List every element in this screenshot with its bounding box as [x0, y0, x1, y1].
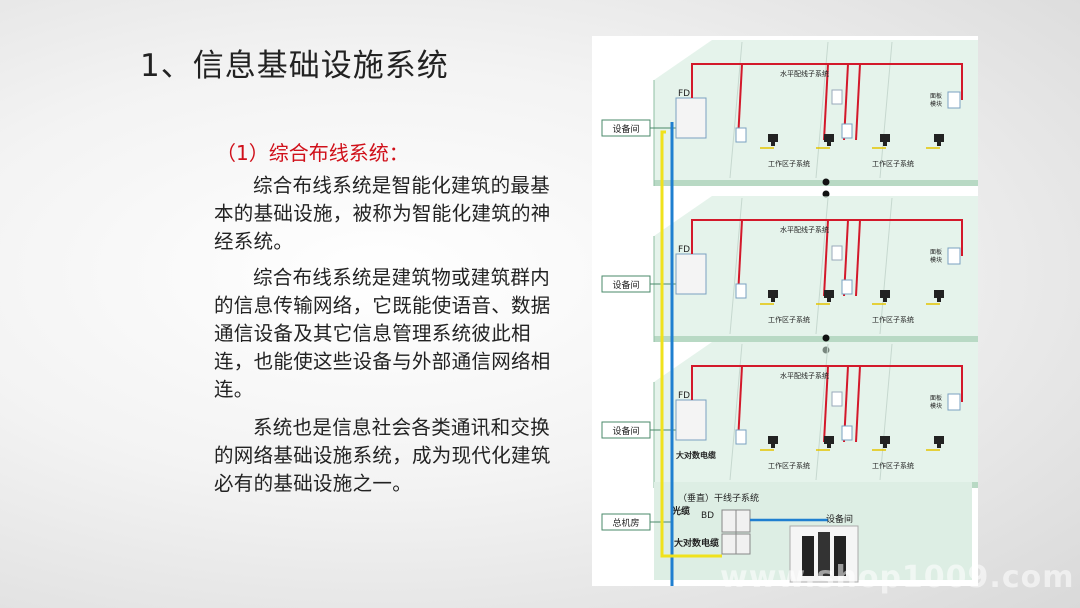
bd-label: BD	[701, 511, 714, 521]
floor-1-computer-stand-1	[771, 142, 775, 146]
floor-2-panel-label-1: 面板	[930, 248, 942, 256]
floor-1-panel-module	[947, 91, 961, 109]
floor-3-work-area-label-2: 工作区子系统	[872, 461, 914, 470]
basement-cable-label: 大对数电缆	[674, 537, 719, 549]
floor-1-computer-stand-4	[937, 142, 941, 146]
floor-2-room-label: 设备间	[612, 279, 639, 291]
floor-2-computer-monitor-4	[934, 290, 944, 298]
floor-2-horizontal-drop-2	[823, 219, 829, 297]
floor-2-continuation-dot-1	[822, 334, 830, 342]
floor-1-work-area-label-2: 工作区子系统	[872, 159, 914, 168]
floor-2-horizontal-drop-1	[737, 219, 743, 297]
floor-3-work-area-label-1: 工作区子系统	[768, 461, 810, 470]
floor-1-panel-label-1: 面板	[930, 92, 942, 100]
floor-1-slab	[654, 180, 978, 186]
floor-1-fd-cabinet	[675, 97, 707, 139]
floor-3-panel-module	[947, 393, 961, 411]
floor-2-outlet-3	[831, 245, 843, 261]
server-rack-3	[834, 536, 846, 576]
server-rack-2	[818, 532, 830, 576]
floor-1-continuation-dot-1	[822, 178, 830, 186]
floor-3-horizontal-drop-4	[855, 365, 861, 443]
floor-3-horizontal-drop-1	[737, 365, 743, 443]
floor-3-outlet-3	[831, 391, 843, 407]
floor-3-computer-stand-1	[771, 444, 775, 448]
floor-2-slab	[654, 336, 978, 342]
floor-3-computer-monitor-2	[824, 436, 834, 444]
floor-1-horizontal-drop-4	[855, 63, 861, 141]
floor-2-walls	[654, 196, 978, 336]
floor-2-fd-cabinet	[675, 253, 707, 295]
floor-3-computer-monitor-4	[934, 436, 944, 444]
floor-3-computer-stand-3	[883, 444, 887, 448]
basement: 总机房 （垂直）干线子系统 光缆 BD 大对数电缆 设备间	[601, 482, 972, 583]
floor-2-computer-stand-2	[827, 298, 831, 302]
floor-1-walls	[654, 40, 978, 180]
floor-3-computer-monitor-1	[768, 436, 778, 444]
cabling-system-diagram: 设备间FD水平配线子系统面板模块工作区子系统工作区子系统设备间FD水平配线子系统…	[592, 36, 978, 586]
paragraph-3: 系统也是信息社会各类通讯和交换的网络基础设施系统，成为现代化建筑必有的基础设施之…	[214, 416, 551, 495]
backbone-label: （垂直）干线子系统	[678, 492, 759, 504]
floor-2-outlet-2	[841, 279, 853, 295]
floor-1-horizontal-drop-1	[737, 63, 743, 141]
floor-3-panel-label-2: 模块	[930, 402, 942, 410]
floor-2-horizontal-label: 水平配线子系统	[780, 225, 829, 234]
main-room-label: 总机房	[612, 517, 639, 529]
floor-1-horizontal-drop-2	[823, 63, 829, 141]
floor-1-computer-monitor-3	[880, 134, 890, 142]
floor-3-walls	[654, 342, 978, 482]
floor-2-panel-label-2: 模块	[930, 256, 942, 264]
floor-2-outlet-1	[735, 283, 747, 299]
floor-1-horizontal-label: 水平配线子系统	[780, 69, 829, 78]
paragraph-1: 综合布线系统是智能化建筑的最基本的基础设施，被称为智能化建筑的神经系统。	[214, 174, 551, 253]
floors-group: 设备间FD水平配线子系统面板模块工作区子系统工作区子系统设备间FD水平配线子系统…	[601, 40, 978, 488]
floor-1-computer-monitor-1	[768, 134, 778, 142]
floor-1-computer-stand-3	[883, 142, 887, 146]
watermark: www.shop1009.com	[720, 560, 1075, 595]
floor-2-computer-monitor-2	[824, 290, 834, 298]
floor-1-work-area-label-1: 工作区子系统	[768, 159, 810, 168]
floor-2-work-area-label-1: 工作区子系统	[768, 315, 810, 324]
floor-1-outlet-2	[841, 123, 853, 139]
floor-3-room-label: 设备间	[612, 425, 639, 437]
floor-3-fd-label: FD	[678, 391, 690, 401]
floor-1-continuation-dot-2	[822, 190, 830, 198]
floor-2-panel-module	[947, 247, 961, 265]
floor-1-room-label: 设备间	[612, 123, 639, 135]
floor-1-computer-monitor-2	[824, 134, 834, 142]
floor-2-computer-stand-4	[937, 298, 941, 302]
floor-1-panel-label-2: 模块	[930, 100, 942, 108]
floor-1-computer-monitor-4	[934, 134, 944, 142]
equipment-room-label: 设备间	[826, 513, 853, 525]
floor-3-fd-cabinet	[675, 399, 707, 441]
floor-3-computer-stand-2	[827, 444, 831, 448]
floor-2-computer-monitor-3	[880, 290, 890, 298]
paragraph-2: 综合布线系统是建筑物或建筑群内的信息传输网络，它既能使语音、数据通信设备及其它信…	[214, 266, 551, 401]
floor-1-outlet-1	[735, 127, 747, 143]
section-subtitle: （1）综合布线系统：	[216, 141, 409, 165]
server-rack-1	[802, 536, 814, 576]
floor-3-cable-label: 大对数电缆	[676, 450, 716, 460]
floor-3-computer-monitor-3	[880, 436, 890, 444]
floor-3-computer-stand-4	[937, 444, 941, 448]
fiber-label: 光缆	[671, 505, 690, 517]
floor-2-computer-monitor-1	[768, 290, 778, 298]
floor-2-fd-label: FD	[678, 245, 690, 255]
floor-1-computer-stand-2	[827, 142, 831, 146]
floor-3-horizontal-drop-2	[823, 365, 829, 443]
backbone-copper	[660, 130, 722, 558]
floor-2-horizontal-drop-4	[855, 219, 861, 297]
floor-3-panel-label-1: 面板	[930, 394, 942, 402]
floor-2-computer-stand-3	[883, 298, 887, 302]
floor-2-computer-stand-1	[771, 298, 775, 302]
floor-1-outlet-3	[831, 89, 843, 105]
floor-3-outlet-2	[841, 425, 853, 441]
floor-1-fd-label: FD	[678, 89, 690, 99]
slide-title: 1、信息基础设施系统	[140, 48, 449, 84]
floor-3-horizontal-label: 水平配线子系统	[780, 371, 829, 380]
floor-3-outlet-1	[735, 429, 747, 445]
floor-2-work-area-label-2: 工作区子系统	[872, 315, 914, 324]
